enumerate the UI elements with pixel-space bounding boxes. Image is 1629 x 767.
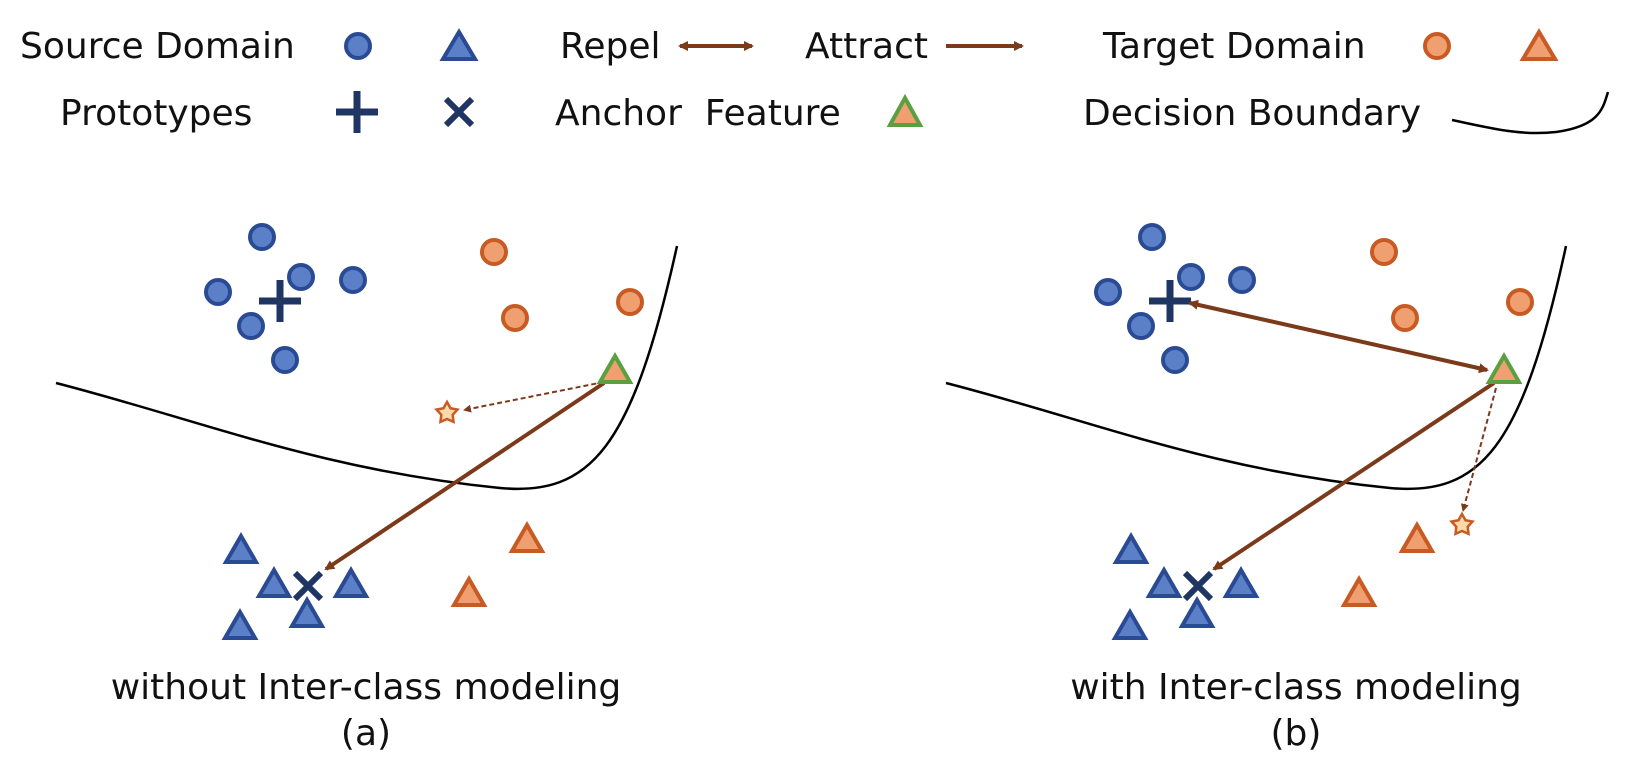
legend-decision-boundary-label: Decision Boundary [1083, 93, 1421, 134]
legend: Source Domain Repel Attract Target Domai… [20, 26, 1610, 135]
source-circle-icon [248, 223, 276, 251]
attract-arrow [324, 381, 606, 571]
panel-a: without Inter-class modeling (a) [55, 223, 679, 754]
target-triangle-icon [450, 574, 488, 607]
target-triangles [1340, 520, 1436, 607]
target-circle-icon [1370, 238, 1398, 266]
source-triangle-icon [332, 565, 370, 598]
dashed-arrow [1460, 387, 1497, 512]
target-triangle-icon [508, 520, 546, 553]
target-triangle-icon [1519, 28, 1559, 61]
target-circle-icon [501, 304, 529, 332]
source-triangle-icon [221, 607, 259, 640]
source-triangle-icon [1145, 565, 1183, 598]
target-triangles [450, 520, 546, 607]
source-circle-icon [1094, 278, 1122, 306]
decision-boundary-icon [1451, 91, 1610, 135]
source-circle-icon [339, 266, 367, 294]
decision-boundary [945, 245, 1568, 491]
source-triangle-icon [1112, 531, 1150, 564]
source-circles [1094, 223, 1256, 374]
anchor-triangle-icon [596, 351, 634, 384]
prototype-cross-icon [443, 96, 475, 128]
prototype-plus-icon [259, 280, 301, 322]
source-circle-icon [1127, 312, 1155, 340]
source-circle-icon [1161, 346, 1189, 374]
panel-b-title: with Inter-class modeling [1070, 667, 1522, 708]
target-circles [1370, 238, 1534, 332]
prototype-cross-icon [1182, 570, 1214, 602]
star-icon [434, 399, 460, 424]
source-circle-icon [1228, 266, 1256, 294]
source-triangles [221, 531, 370, 640]
legend-source-domain-label: Source Domain [20, 26, 295, 67]
prototype-cross-icon [292, 570, 324, 602]
legend-repel-label: Repel [560, 26, 661, 67]
anchor-triangle-icon [1485, 351, 1523, 384]
legend-anchor-feature-label: Anchor Feature [555, 93, 841, 134]
panel-a-title: without Inter-class modeling [111, 667, 622, 708]
source-triangle-icon [1178, 595, 1216, 628]
source-circle-icon [204, 278, 232, 306]
target-circle-icon [1423, 32, 1451, 60]
legend-prototypes-label: Prototypes [60, 93, 252, 134]
legend-attract-label: Attract [805, 26, 928, 67]
target-circle-icon [480, 238, 508, 266]
anchor-triangle-icon [886, 93, 924, 127]
target-circles [480, 238, 644, 332]
panel-a-label: (a) [341, 713, 391, 754]
attract-arrow [1212, 381, 1496, 571]
source-circle-icon [1177, 263, 1205, 291]
panel-b-label: (b) [1271, 713, 1322, 754]
source-triangle-icon [1111, 607, 1149, 640]
source-triangle-icon [1222, 565, 1260, 598]
source-triangle-icon [439, 28, 479, 61]
target-circle-icon [1506, 288, 1534, 316]
target-triangle-icon [1398, 520, 1436, 553]
panel-b: with Inter-class modeling (b) [945, 223, 1568, 754]
source-circle-icon [287, 263, 315, 291]
source-circle-icon [271, 346, 299, 374]
source-circles [204, 223, 367, 374]
source-triangle-icon [222, 531, 260, 564]
source-triangles [1111, 531, 1260, 640]
source-circle-icon [1138, 223, 1166, 251]
legend-target-domain-label: Target Domain [1102, 26, 1366, 67]
star-icon [1449, 511, 1475, 536]
target-circle-icon [1391, 304, 1419, 332]
repel-arrow [1188, 299, 1489, 374]
decision-boundary [55, 245, 679, 491]
source-circle-icon [344, 32, 372, 60]
target-triangle-icon [1340, 574, 1378, 607]
source-circle-icon [237, 312, 265, 340]
target-circle-icon [616, 288, 644, 316]
source-triangle-icon [255, 565, 293, 598]
prototype-plus-icon [336, 91, 378, 133]
source-triangle-icon [288, 595, 326, 628]
prototype-plus-icon [1149, 280, 1191, 322]
